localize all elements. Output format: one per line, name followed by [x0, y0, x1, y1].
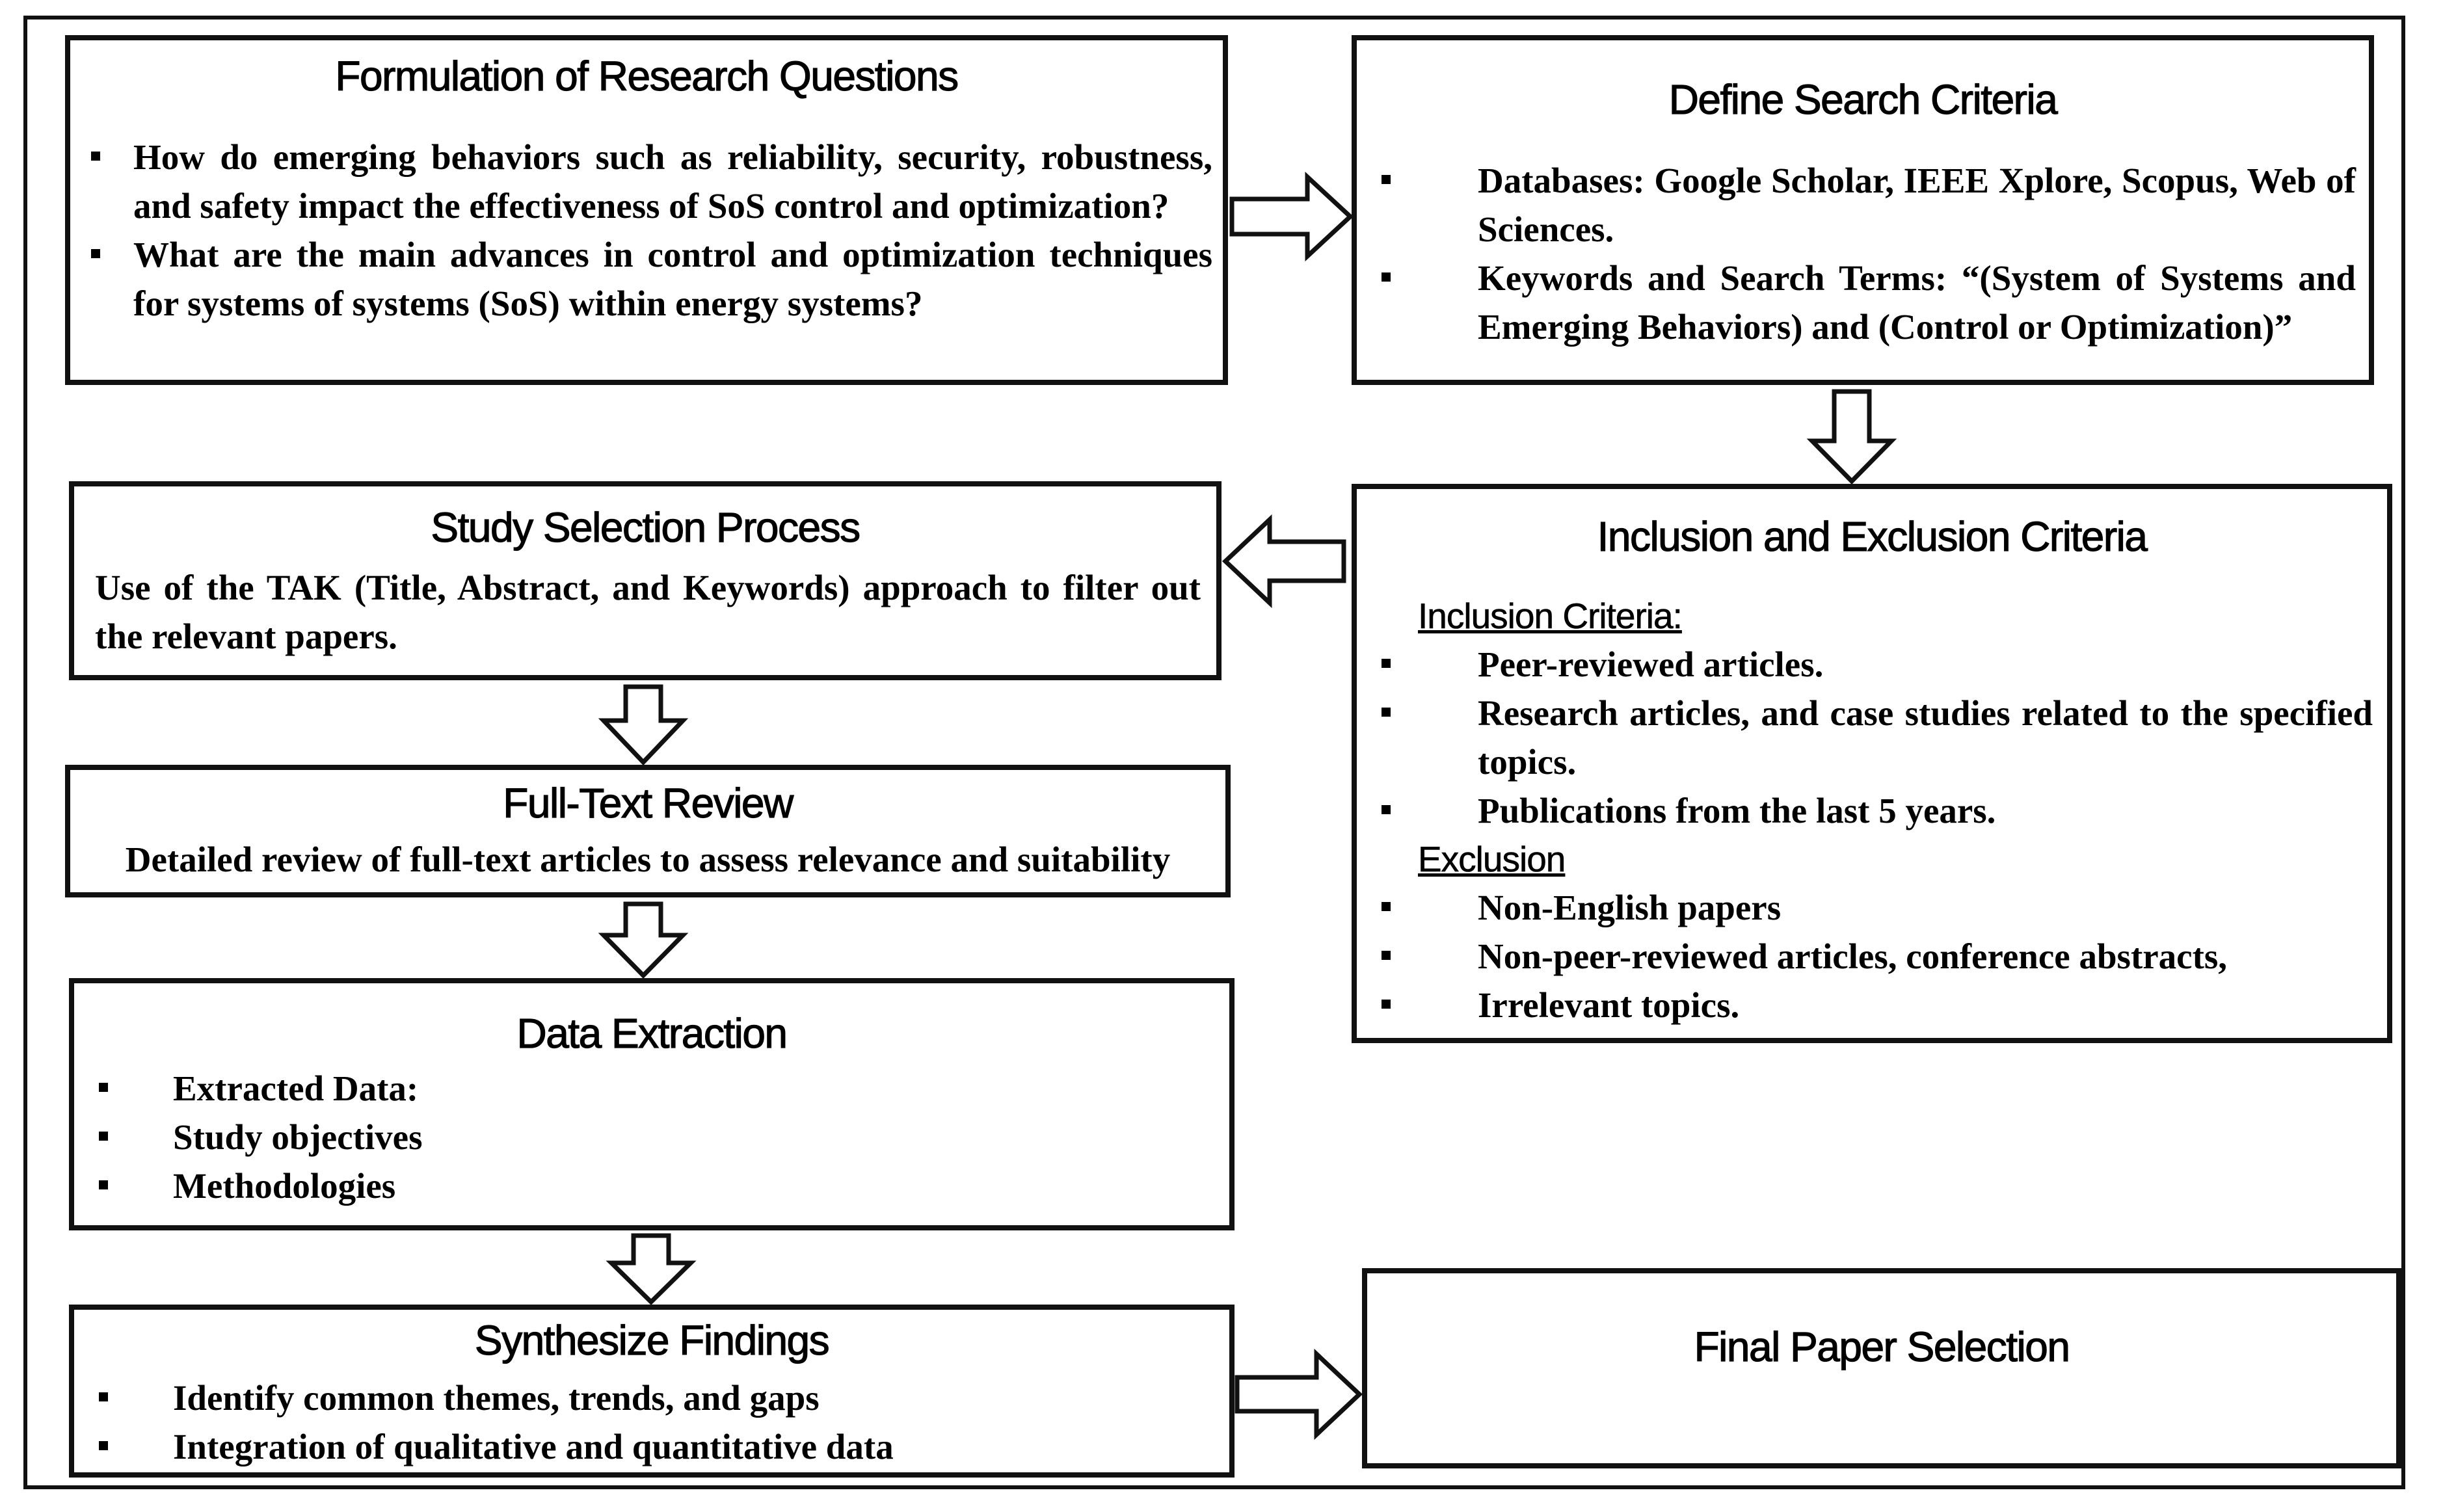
synthesize-findings-item: Integration of qualitative and quantitat… — [99, 1422, 1205, 1471]
inclusion-heading: Inclusion Criteria: — [1418, 596, 1683, 637]
study-selection-box: Study Selection Process Use of the TAK (… — [69, 481, 1222, 680]
outer-frame — [23, 16, 2405, 1489]
bullet-icon — [99, 1132, 108, 1141]
inclusion-item: Peer-reviewed articles. — [1382, 640, 2373, 689]
exclusion-item: Irrelevant topics. — [1382, 981, 2373, 1029]
bullet-icon — [99, 1441, 108, 1450]
bullet-icon — [1382, 272, 1391, 282]
research-question-item: What are the main advances in control an… — [91, 230, 1212, 328]
data-extraction-item: Study objectives — [99, 1113, 1205, 1161]
exclusion-item: Non-English papers — [1382, 883, 2373, 932]
left-arrow-icon — [1222, 514, 1346, 609]
bullet-icon — [91, 152, 100, 161]
inclusion-exclusion-box: Inclusion and Exclusion Criteria Inclusi… — [1352, 484, 2392, 1043]
research-questions-list: How do emerging behaviors such as reliab… — [91, 133, 1212, 328]
inclusion-list: Peer-reviewed articles. Research article… — [1382, 640, 2373, 835]
bullet-icon — [1382, 175, 1391, 184]
study-selection-title: Study Selection Process — [431, 503, 861, 551]
search-criteria-item: Databases: Google Scholar, IEEE Xplore, … — [1382, 156, 2356, 254]
down-arrow-icon — [1806, 389, 1897, 484]
exclusion-item: Non-peer-reviewed articles, conference a… — [1382, 932, 2373, 981]
search-criteria-item: Keywords and Search Terms: “(System of S… — [1382, 254, 2356, 351]
inclusion-item: Publications from the last 5 years. — [1382, 786, 2373, 835]
bullet-icon — [1382, 805, 1391, 814]
synthesize-findings-title: Synthesize Findings — [474, 1316, 830, 1364]
bullet-icon — [1382, 951, 1391, 960]
down-arrow-icon — [598, 684, 689, 766]
final-selection-title: Final Paper Selection — [1694, 1323, 2071, 1370]
right-arrow-icon — [1229, 171, 1354, 262]
search-criteria-box: Define Search Criteria Databases: Google… — [1352, 35, 2374, 385]
research-questions-title: Formulation of Research Questions — [335, 52, 959, 99]
full-text-review-box: Full-Text Review Detailed review of full… — [65, 765, 1231, 897]
inclusion-exclusion-content: Inclusion Criteria: Peer-reviewed articl… — [1382, 592, 2373, 1029]
bullet-icon — [1382, 1000, 1391, 1009]
data-extraction-title: Data Extraction — [516, 1009, 788, 1057]
synthesize-findings-box: Synthesize Findings Identify common them… — [69, 1305, 1235, 1478]
full-text-review-text: Detailed review of full-text articles to… — [125, 840, 1171, 879]
data-extraction-box: Data Extraction Extracted Data: Study ob… — [69, 978, 1235, 1230]
data-extraction-list: Extracted Data: Study objectives Methodo… — [99, 1064, 1205, 1210]
bullet-icon — [1382, 708, 1391, 717]
bullet-icon — [1382, 902, 1391, 911]
bullet-icon — [99, 1180, 108, 1189]
down-arrow-icon — [598, 901, 689, 979]
synthesize-findings-list: Identify common themes, trends, and gaps… — [99, 1373, 1205, 1471]
bullet-icon — [99, 1083, 108, 1092]
study-selection-text: Use of the TAK (Title, Abstract, and Key… — [95, 568, 1201, 656]
research-question-item: How do emerging behaviors such as reliab… — [91, 133, 1212, 230]
bullet-icon — [99, 1392, 108, 1401]
search-criteria-title: Define Search Criteria — [1668, 75, 2058, 123]
bullet-icon — [91, 249, 100, 258]
exclusion-list: Non-English papers Non-peer-reviewed art… — [1382, 883, 2373, 1029]
inclusion-exclusion-title: Inclusion and Exclusion Criteria — [1597, 512, 2148, 560]
inclusion-item: Research articles, and case studies rela… — [1382, 689, 2373, 786]
down-arrow-icon — [606, 1233, 697, 1305]
final-selection-box: Final Paper Selection — [1362, 1268, 2401, 1468]
research-questions-box: Formulation of Research Questions How do… — [65, 35, 1228, 385]
bullet-icon — [1382, 659, 1391, 668]
data-extraction-item: Extracted Data: — [99, 1064, 1205, 1113]
right-arrow-icon — [1235, 1348, 1363, 1440]
full-text-review-title: Full-Text Review — [503, 779, 794, 827]
exclusion-heading: Exclusion — [1418, 839, 1566, 880]
data-extraction-item: Methodologies — [99, 1161, 1205, 1210]
synthesize-findings-item: Identify common themes, trends, and gaps — [99, 1373, 1205, 1422]
search-criteria-list: Databases: Google Scholar, IEEE Xplore, … — [1382, 156, 2356, 351]
